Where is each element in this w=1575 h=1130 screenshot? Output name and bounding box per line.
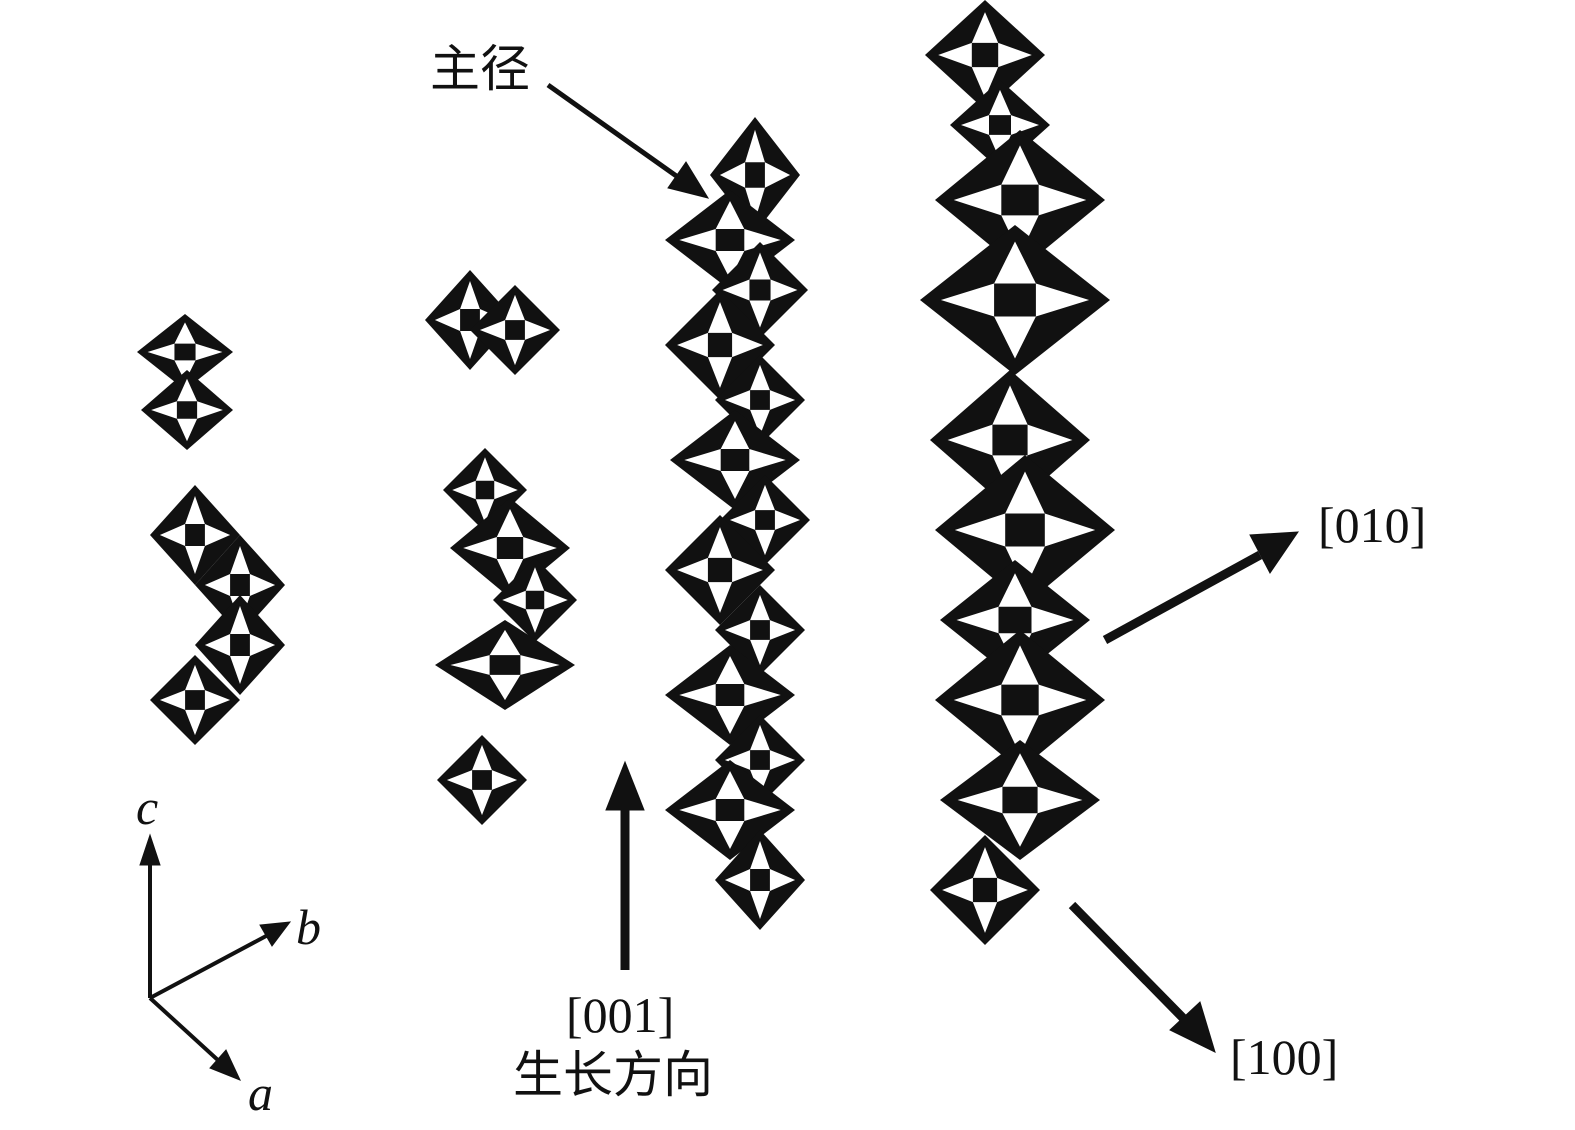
axis-b-label: b [296,899,321,955]
axis-b-arrow [149,921,292,1000]
octahedron [940,740,1100,860]
octahedron [150,655,240,745]
octahedron [437,735,527,825]
axis-c-arrow [139,833,161,998]
octahedron [930,370,1090,510]
octahedron [137,314,233,390]
octahedron [930,835,1040,945]
growth-direction-label: 生长方向 [513,1047,713,1103]
octahedron [195,595,285,695]
octahedron [935,130,1105,270]
direction-100-label: [100] [1230,1029,1339,1085]
direction-010-label: [010] [1318,497,1427,553]
axis-a-arrow [148,996,241,1081]
direction-001-label: [001] [566,987,675,1043]
octahedron [470,285,560,375]
main-diameter-arrow [546,82,710,199]
axis-c-label: c [136,779,159,835]
octahedron [493,558,577,642]
octahedron [920,225,1110,375]
growth-direction-arrow [605,760,645,970]
octahedron [665,645,795,745]
octahedron [935,630,1105,770]
octahedron [935,455,1115,605]
octahedron [715,830,805,930]
main-diameter-label: 主径 [430,41,530,97]
octahedron [435,620,575,710]
arrow-100 [1068,901,1216,1053]
octahedron [925,0,1045,110]
arrow-010 [1102,531,1299,644]
octahedron [141,370,233,450]
axis-a-label: a [248,1065,273,1121]
